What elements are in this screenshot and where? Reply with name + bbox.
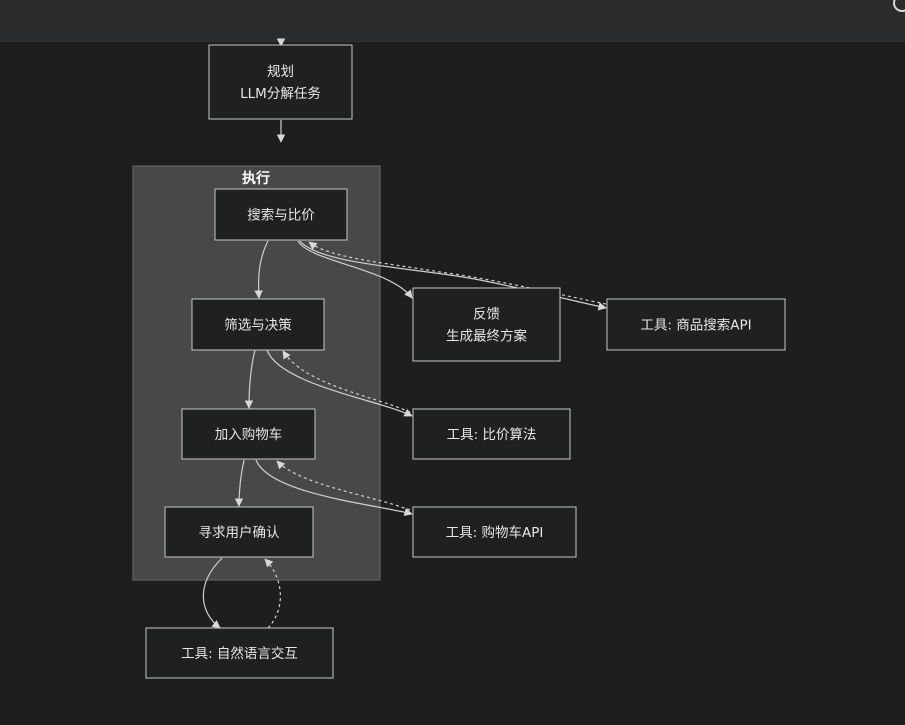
node-add-to-cart-box[interactable] (181, 408, 316, 460)
edge-search-to-feedback (297, 240, 413, 299)
edge-tool-search-to-search (308, 241, 607, 305)
node-plan-label: LLM分解任务 (240, 86, 321, 102)
edge-tool-compare-to-filter (282, 350, 411, 413)
node-feedback-label: 生成最终方案 (446, 328, 527, 345)
top-toolbar (0, 0, 905, 42)
node-tool-product-search-box[interactable] (606, 298, 786, 351)
node-tool-natural-language[interactable]: 工具: 自然语言交互 (145, 627, 334, 679)
edge-cart-to-confirm (234, 459, 245, 507)
node-filter-decide[interactable]: 筛选与决策 (191, 298, 325, 351)
node-user-confirm-label: 寻求用户确认 (199, 524, 280, 541)
node-search-compare-box[interactable] (214, 188, 348, 241)
edge-search-to-filter (254, 240, 269, 299)
execution-cluster-title: 执行 (242, 170, 270, 187)
edge-filter-to-cart (244, 349, 256, 409)
node-tool-natural-language-box[interactable] (145, 627, 334, 679)
node-tool-product-search-label: 工具: 商品搜索API (640, 318, 751, 334)
edge-search-to-tool-search (299, 240, 607, 311)
node-user-confirm[interactable]: 寻求用户确认 (164, 506, 314, 558)
node-tool-cart-api[interactable]: 工具: 购物车API (412, 506, 577, 558)
node-tool-price-compare-box[interactable] (412, 408, 571, 460)
node-tool-product-search[interactable]: 工具: 商品搜索API (606, 298, 786, 351)
node-feedback-box[interactable] (412, 287, 561, 362)
node-tool-cart-api-label: 工具: 购物车API (446, 524, 544, 541)
edge-filter-to-tool-compare (266, 349, 413, 417)
node-add-to-cart[interactable]: 加入购物车 (181, 408, 316, 460)
node-tool-price-compare-label: 工具: 比价算法 (447, 427, 537, 443)
edge-tool-nl-to-confirm (264, 558, 281, 629)
edge-confirm-to-tool-nl (202, 557, 223, 629)
node-user-confirm-box[interactable] (164, 506, 314, 558)
node-plan-box[interactable] (208, 44, 353, 120)
node-filter-decide-box[interactable] (191, 298, 325, 351)
node-tool-natural-language-label: 工具: 自然语言交互 (181, 645, 298, 662)
edge-cart-to-tool-cart (255, 459, 413, 517)
node-add-to-cart-label: 加入购物车 (215, 426, 283, 443)
node-plan[interactable]: 规划 LLM分解任务 (208, 44, 353, 120)
node-search-compare-label: 搜索与比价 (247, 208, 315, 224)
node-tool-price-compare[interactable]: 工具: 比价算法 (412, 408, 571, 460)
node-tool-cart-api-box[interactable] (412, 506, 577, 558)
node-plan-label: 规划 (267, 64, 294, 80)
node-filter-decide-label: 筛选与决策 (224, 317, 292, 334)
node-search-compare[interactable]: 搜索与比价 (214, 188, 348, 241)
refresh-icon[interactable] (893, 0, 905, 12)
node-feedback-label: 反馈 (473, 307, 500, 323)
